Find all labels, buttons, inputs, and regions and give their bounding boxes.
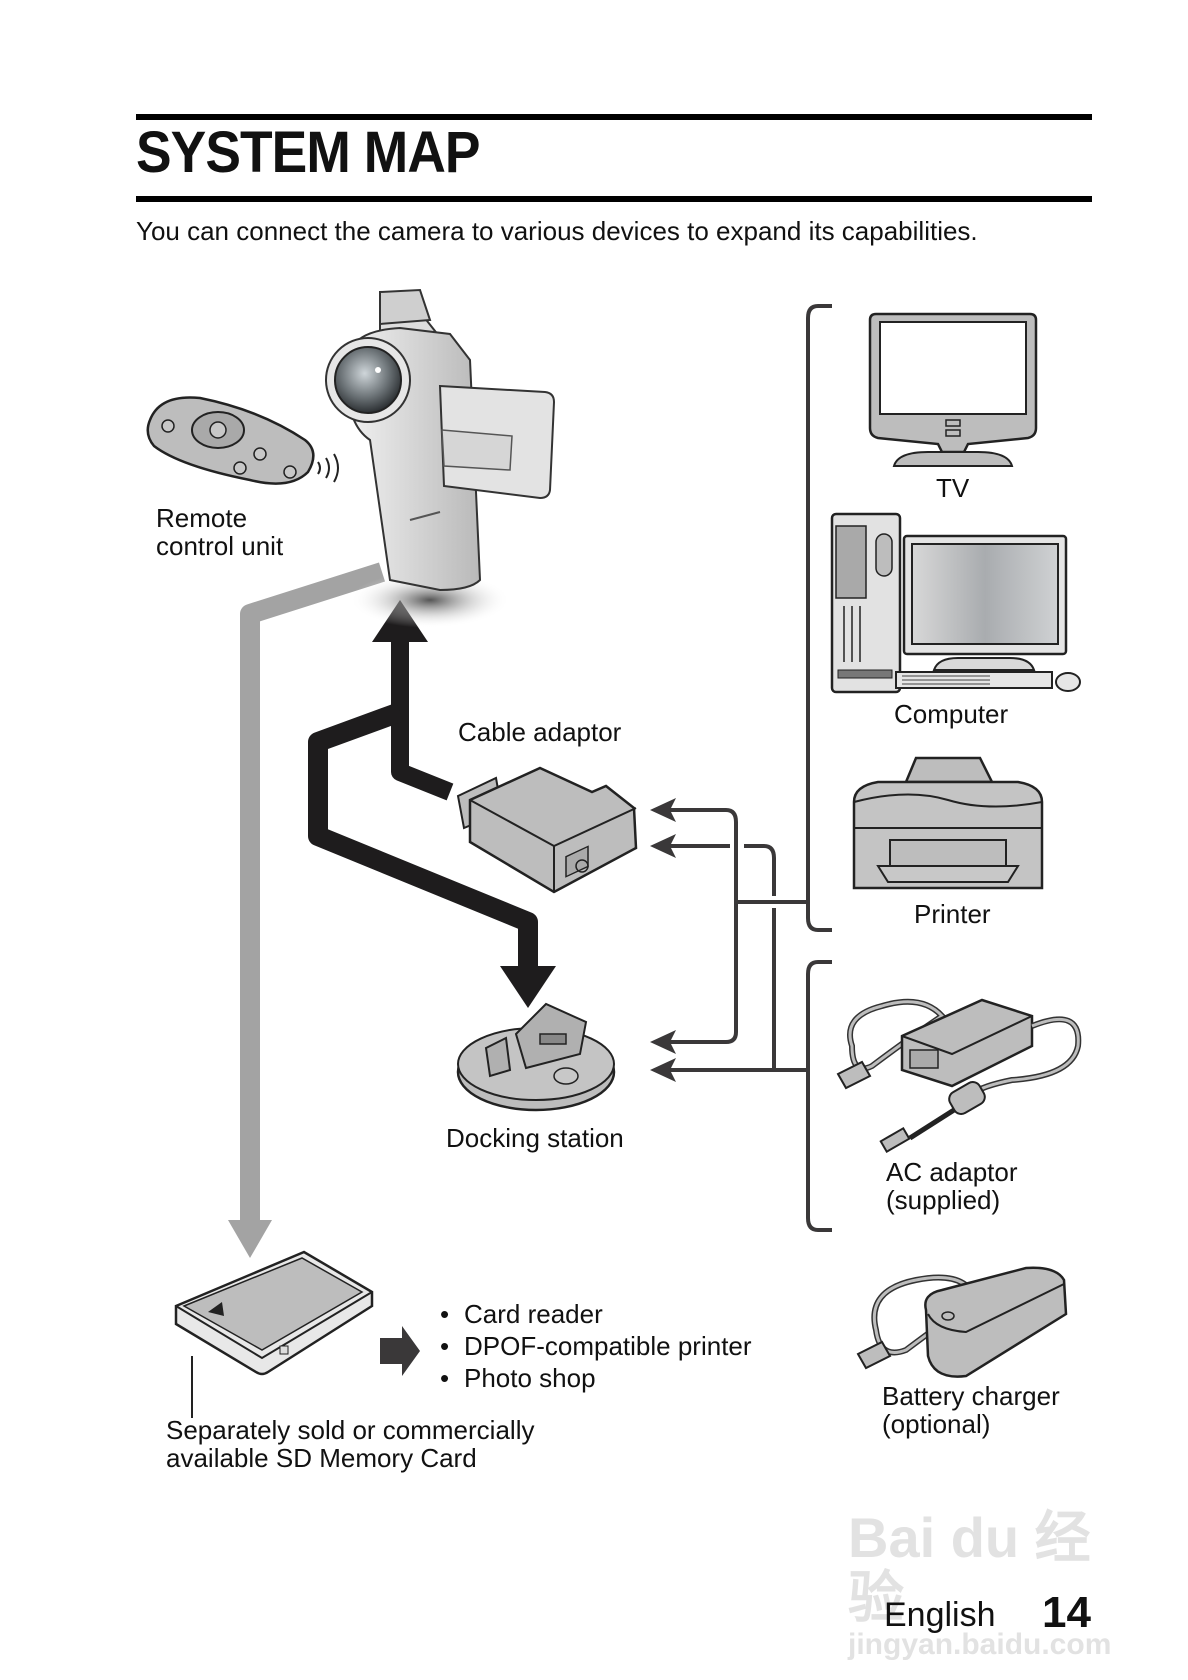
sd-card-icon [174, 1250, 374, 1376]
page-subtitle: You can connect the camera to various de… [136, 216, 978, 246]
sd-use-item: DPOF-compatible printer [440, 1330, 752, 1362]
watermark-line1: Bai du 经验 [848, 1506, 1091, 1629]
docking-station-label: Docking station [446, 1123, 624, 1153]
watermark-line2: jingyan.baidu.com [848, 1628, 1112, 1661]
ac-adaptor-label: AC adaptor (supplied) [886, 1158, 1018, 1214]
baidu-watermark: Bai du 经验 jingyan.baidu.com [848, 1506, 1111, 1662]
black-arrow-adaptor-to-camera [372, 600, 454, 801]
bracket-tv-computer-printer [806, 304, 832, 932]
top-rule [136, 114, 1092, 120]
black-arrow-camera-to-dock [308, 702, 556, 1008]
arrow-sd-to-uses [380, 1326, 420, 1376]
remote-control-label: Remote control unit [156, 504, 283, 560]
sd-card-uses-list: Card reader DPOF-compatible printer Phot… [440, 1298, 752, 1394]
battery-charger-label: Battery charger (optional) [882, 1382, 1060, 1438]
computer-icon [830, 512, 1081, 694]
ac-adaptor-icon [836, 998, 1082, 1154]
tv-label: TV [936, 473, 970, 503]
bracket-ac-adaptor [806, 960, 832, 1232]
cable-adaptor-label: Cable adaptor [458, 717, 622, 747]
battery-charger-icon [856, 1266, 1068, 1378]
page-title: SYSTEM MAP [136, 120, 481, 185]
gray-arrow-camera-to-sd [228, 562, 386, 1258]
connector-lines [668, 808, 808, 1072]
docking-station-icon [456, 1002, 616, 1112]
remote-label-line2: control unit [156, 531, 284, 562]
ac-adaptor-label-line2: (supplied) [886, 1185, 1001, 1216]
battery-charger-label-line2: (optional) [882, 1409, 991, 1440]
page-number: 14 [1042, 1588, 1091, 1637]
title-underline [136, 196, 1092, 202]
connector-arrowheads [650, 798, 676, 1082]
sd-use-item: Card reader [440, 1298, 752, 1330]
footer-language: English [884, 1596, 996, 1634]
sd-card-label: Separately sold or commercially availabl… [166, 1416, 534, 1472]
camcorder-icon [325, 288, 556, 628]
remote-control-icon [146, 396, 339, 485]
sd-card-label-line1: Separately sold or commercially [166, 1415, 535, 1445]
tv-icon [868, 312, 1038, 467]
printer-icon [852, 756, 1044, 890]
printer-label: Printer [914, 899, 991, 929]
ac-adaptor-label-line1: AC adaptor [886, 1157, 1018, 1187]
sd-card-label-line2: available SD Memory Card [166, 1443, 477, 1474]
battery-charger-label-line1: Battery charger [882, 1381, 1060, 1411]
sd-use-item: Photo shop [440, 1362, 752, 1394]
remote-label-line1: Remote [156, 503, 248, 533]
computer-label: Computer [894, 699, 1009, 729]
cable-adaptor-icon [456, 766, 638, 894]
